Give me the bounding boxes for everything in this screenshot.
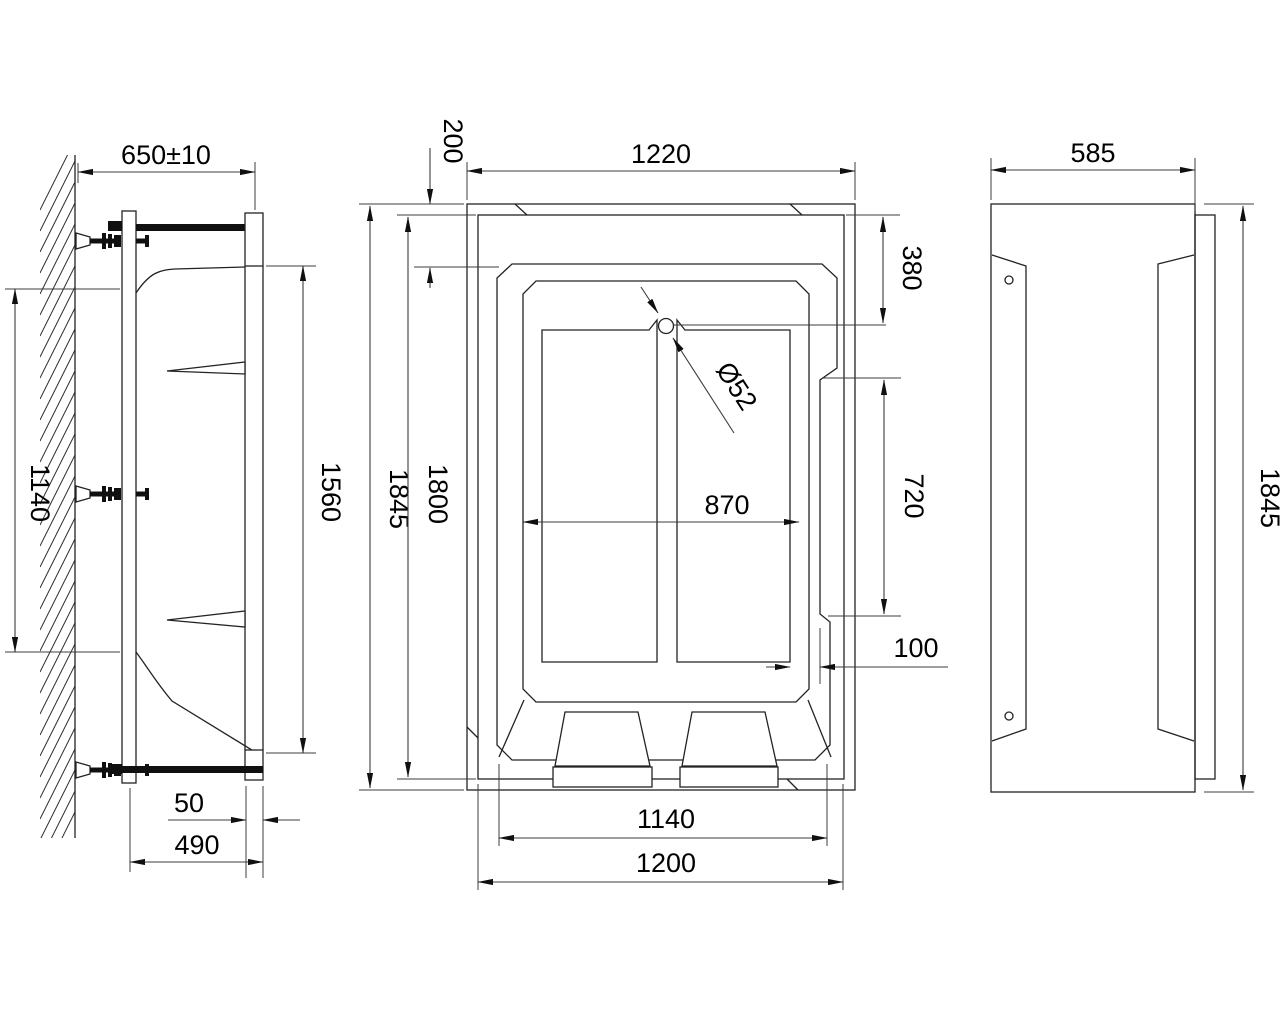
hatch-stroke: [40, 622, 75, 694]
end-hole-bottom: [1004, 711, 1014, 721]
hatch-stroke: [40, 517, 75, 589]
dim-rim-top-label: 200: [438, 118, 468, 163]
dim-feet-span-label: 1140: [637, 804, 695, 834]
foot-pad-right-base: [679, 766, 779, 788]
hatch-stroke: [40, 265, 75, 337]
hatch-stroke: [40, 685, 75, 757]
plan-view: Ø52 1220 200 380 720 1845 1800 870 100: [359, 118, 948, 890]
foot-splay-line: [498, 699, 525, 758]
dim-inner-width-label: 870: [704, 490, 749, 520]
hatch-stroke: [40, 559, 75, 631]
hatch-stroke: [40, 748, 75, 820]
hatch-stroke: [40, 160, 75, 232]
dim-end-height-label: 1845: [1255, 468, 1280, 528]
dim-recess-length-label: 720: [899, 473, 929, 518]
hatch-stroke: [40, 433, 75, 505]
dim-overall-height-label: 1845: [384, 469, 414, 529]
hatch-stroke: [61, 811, 75, 838]
hatch-stroke: [40, 286, 75, 358]
floor-panel-right: [676, 318, 791, 663]
corner-break: [789, 203, 803, 216]
dim-wall-depth-label: 650±10: [121, 140, 211, 170]
hatch-stroke: [40, 349, 75, 421]
bottom-rail: [122, 766, 263, 773]
end-outer-shell: [990, 203, 1196, 793]
end-view: 585 1845: [990, 138, 1280, 793]
drain-leader-line: [640, 286, 659, 314]
dim-shell-height-label: 1800: [423, 464, 453, 524]
top-rail: [136, 224, 245, 231]
dim-top-width-label: 1220: [631, 139, 691, 169]
hatch-stroke: [40, 370, 75, 442]
hatch-stroke: [40, 769, 75, 838]
end-hole-top: [1004, 275, 1014, 285]
tub-interior-bottom-edge: [135, 651, 261, 756]
shelf-ledge-lower: [166, 610, 246, 628]
hatch-stroke: [40, 155, 69, 211]
dim-side-gap-label: 100: [893, 633, 938, 663]
end-flange-left: [991, 254, 1027, 742]
corner-break: [514, 203, 528, 216]
hatch-stroke: [40, 706, 75, 778]
corner-break: [786, 778, 799, 791]
end-apron-strip: [1194, 214, 1216, 780]
dim-inner-height-label: 1140: [25, 464, 55, 522]
floor-panel-left: [541, 318, 658, 663]
tub-interior-top-edge: [135, 266, 246, 294]
foot-pad-left-base: [552, 766, 653, 788]
outer-shell: [466, 203, 856, 791]
hatch-stroke: [40, 454, 75, 526]
dim-head-depth-label: 380: [897, 245, 927, 290]
hatch-stroke: [40, 601, 75, 673]
rim-inner-edge: [522, 280, 810, 703]
dim-base-depth-label: 490: [174, 830, 219, 860]
bottom-rim-cap: [244, 749, 264, 781]
dim-base-width-label: 1200: [636, 848, 696, 878]
foot-splay-line: [807, 699, 832, 758]
hatch-stroke: [40, 664, 75, 736]
hatch-stroke: [40, 307, 75, 379]
dim-end-width-label: 585: [1070, 138, 1115, 168]
end-flange-right: [1157, 254, 1195, 742]
hatch-stroke: [40, 496, 75, 568]
shelf-ledge-upper: [166, 361, 246, 375]
hatch-stroke: [40, 580, 75, 652]
foot-pad-right: [681, 711, 778, 767]
top-rail-nut: [108, 221, 122, 231]
drain-hole: [657, 317, 675, 335]
hatch-stroke: [40, 223, 75, 295]
drain-leader-line: [672, 337, 735, 434]
hatch-stroke: [40, 244, 75, 316]
foot-pad-left: [554, 711, 651, 767]
wall-hatch-lines: [40, 155, 75, 838]
mounting-plate: [121, 210, 137, 784]
dim-body-height-label: 1560: [316, 462, 346, 522]
hatch-stroke: [40, 643, 75, 715]
corner-break: [466, 726, 479, 739]
dim-base-gap-label: 50: [174, 788, 204, 818]
hatch-stroke: [40, 202, 75, 274]
hatch-stroke: [40, 727, 75, 799]
hatch-stroke: [40, 412, 75, 484]
hatch-stroke: [50, 790, 75, 838]
top-rim-cap: [244, 212, 264, 267]
hatch-stroke: [40, 475, 75, 547]
rim-outer-edge: [496, 263, 838, 761]
hatch-stroke: [40, 391, 75, 463]
hatch-stroke: [40, 328, 75, 400]
hatch-stroke: [40, 181, 75, 253]
inner-shell: [477, 214, 845, 780]
side-view: 650±10 1140 1560 50 490: [5, 140, 346, 878]
hatch-stroke: [40, 538, 75, 610]
